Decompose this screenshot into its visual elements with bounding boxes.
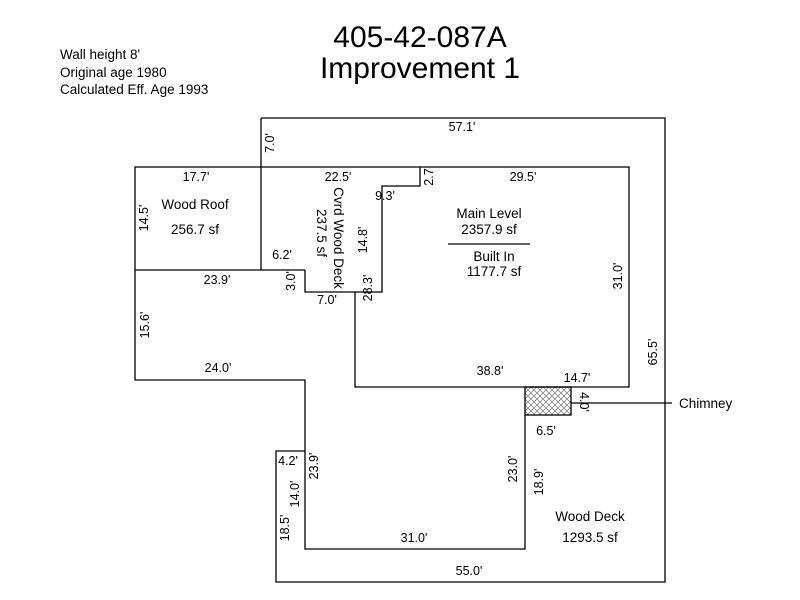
dim-roof-top: 17.7' bbox=[183, 170, 210, 184]
dim-main-bottom: 38.8' bbox=[477, 364, 504, 378]
wood-deck-area: 1293.5 sf bbox=[562, 530, 618, 545]
dim-4-2: 4.2' bbox=[278, 454, 298, 468]
dim-main-top: 29.5' bbox=[510, 170, 537, 184]
dim-notch-2-7: 2.7 bbox=[422, 168, 436, 185]
dim-23-9-top: 23.9' bbox=[204, 273, 231, 287]
dim-deck-top: 22.5' bbox=[325, 170, 352, 184]
dim-outer-bottom: 55.0' bbox=[456, 564, 483, 578]
dim-24-0: 24.0' bbox=[205, 361, 232, 375]
dim-14-0: 14.0' bbox=[288, 481, 302, 508]
main-level-label: Main Level bbox=[456, 206, 521, 221]
dim-main-left-28-3: 28.3' bbox=[361, 275, 375, 302]
wood-roof-outline bbox=[134, 166, 526, 550]
wood-deck-label: Wood Deck bbox=[555, 509, 625, 524]
wall-height-note: Wall height 8' bbox=[60, 47, 141, 62]
parcel-number-title: 405-42-087A bbox=[333, 21, 507, 54]
dim-23-0: 23.0' bbox=[506, 456, 520, 483]
built-in-label: Built In bbox=[473, 249, 514, 264]
original-age-note: Original age 1980 bbox=[60, 65, 167, 80]
covered-deck-label: Cvrd Wood Deck bbox=[331, 187, 346, 289]
built-in-area: 1177.7 sf bbox=[467, 264, 522, 279]
improvement-title: Improvement 1 bbox=[319, 52, 521, 85]
dim-18-5: 18.5' bbox=[278, 515, 292, 542]
dim-left-15-6: 15.6' bbox=[138, 312, 152, 339]
dim-18-9: 18.9' bbox=[532, 469, 546, 496]
dim-23-9-vertical: 23.9' bbox=[307, 453, 321, 480]
outer-boundary bbox=[261, 117, 666, 583]
covered-deck-area: 237.5 sf bbox=[314, 209, 329, 257]
main-level-area: 2357.9 sf bbox=[461, 222, 517, 237]
dim-14-8: 14.8' bbox=[356, 227, 370, 254]
dim-chimney-6-5: 6.5' bbox=[536, 424, 556, 438]
main-level-outline bbox=[354, 166, 630, 388]
dim-chimney-4-0: 4.0' bbox=[577, 392, 591, 412]
effective-age-note: Calculated Eff. Age 1993 bbox=[60, 82, 209, 97]
dim-outer-right: 65.5' bbox=[646, 339, 660, 366]
dim-bottom-31-0: 31.0' bbox=[401, 531, 428, 545]
dim-upper-left-7-0: 7.0' bbox=[263, 133, 277, 153]
dim-7-0-mid: 7.0' bbox=[317, 293, 337, 307]
dim-outer-top: 57.1' bbox=[449, 120, 476, 134]
chimney-box bbox=[524, 386, 572, 416]
dim-3-0: 3.0' bbox=[284, 271, 298, 291]
wood-roof-area: 256.7 sf bbox=[171, 222, 219, 237]
dim-14-7: 14.7' bbox=[564, 371, 591, 385]
chimney-label: Chimney bbox=[679, 396, 733, 411]
dim-notch-9-3: 9.3' bbox=[375, 189, 395, 203]
wood-roof-label: Wood Roof bbox=[161, 197, 229, 212]
dim-6-2: 6.2' bbox=[272, 248, 292, 262]
dim-roof-left: 14.5' bbox=[137, 205, 151, 232]
dim-main-right-31-0: 31.0' bbox=[611, 263, 625, 290]
